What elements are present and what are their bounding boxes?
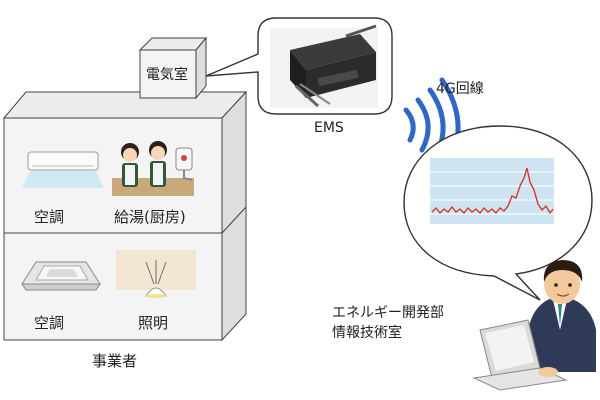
building-side — [221, 90, 247, 342]
electric-room-front — [139, 49, 197, 99]
electric-room-label: 電気室 — [146, 67, 188, 83]
room-label-hot-water: 給湯(厨房) — [114, 208, 186, 226]
room-label-lighting: 照明 — [138, 314, 169, 332]
owner-label: 事業者 — [92, 352, 138, 370]
office-worker-laptop-icon — [472, 260, 596, 391]
ems-device-icon — [270, 24, 378, 108]
ceiling-lamp-icon — [116, 250, 196, 298]
wall-air-conditioner-icon — [22, 151, 104, 188]
kitchen-staff-water-heater-icon — [112, 141, 194, 196]
ceiling-cassette-ac-icon — [21, 261, 101, 291]
department-line2: 情報技術室 — [332, 325, 402, 341]
building-top — [2, 91, 248, 119]
ems-label: EMS — [314, 120, 344, 136]
electric-room-top — [138, 37, 208, 51]
room-label-aircon-2: 空調 — [34, 314, 65, 332]
department-line1: エネルギー開発部 — [332, 305, 444, 321]
floor-divider-side — [221, 206, 247, 234]
energy-chart-icon — [430, 158, 554, 232]
network-label: 4G回線 — [436, 81, 484, 97]
room-label-aircon-1: 空調 — [34, 208, 65, 226]
